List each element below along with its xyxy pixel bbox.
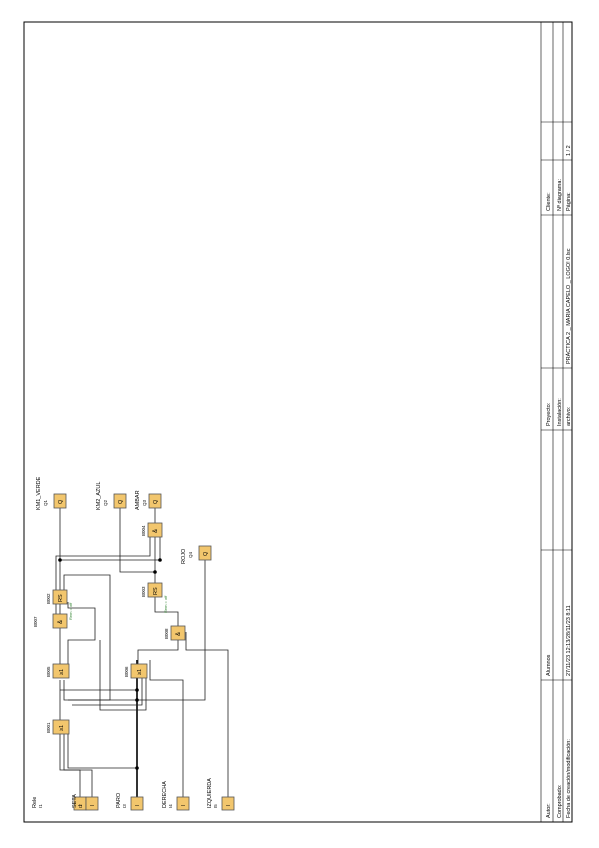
input-izquierda-sym: I <box>226 805 232 806</box>
output-rojo-name: ROJO <box>181 548 187 564</box>
block-b002[interactable]: RS B002 Rem = off <box>46 589 73 620</box>
block-b004-sym: & <box>153 529 159 533</box>
output-km2-addr: Q2 <box>103 499 108 506</box>
block-b007-id: B007 <box>33 616 38 627</box>
block-b007-sym: & <box>58 620 64 624</box>
page-value: 1 / 2 <box>566 145 572 156</box>
checked-label: Comprobado: <box>557 784 563 818</box>
block-b002-id: B002 <box>46 593 51 604</box>
output-km1-verde[interactable]: Q KM1_VERDE Q1 <box>36 476 67 510</box>
input-seta-sym: I <box>90 805 96 806</box>
title-block: Autor: Alumnos Comprobado: Fecha de crea… <box>540 22 572 822</box>
block-b002-param: Rem = off <box>68 602 73 620</box>
input-seta[interactable]: I SETA I2 <box>72 794 99 811</box>
input-paro-sym: I <box>135 805 141 806</box>
input-rele-name: Rele <box>32 797 38 808</box>
input-paro-addr: I3 <box>122 804 127 808</box>
input-rele[interactable]: I Rele I1 <box>32 796 87 811</box>
page-frame <box>23 21 573 823</box>
client-label: Cliente: <box>546 192 552 211</box>
output-km1-addr: Q1 <box>43 499 48 506</box>
output-km1-sym: Q <box>58 499 64 504</box>
file-label: archivo: <box>566 406 572 426</box>
block-b007[interactable]: & B007 <box>33 613 68 629</box>
output-ambar-name: AMBAR <box>135 490 141 510</box>
output-ambar-sym: Q <box>153 499 159 504</box>
diagram-label: Nº diagrama: <box>556 179 563 211</box>
block-b006[interactable]: ≥1 B006 <box>124 663 148 679</box>
installation-label: Instalación: <box>557 398 563 426</box>
output-ambar-addr: Q3 <box>142 499 147 506</box>
block-b003-sym: RS <box>153 587 159 595</box>
output-ambar[interactable]: Q AMBAR Q3 <box>135 490 162 510</box>
input-rele-sym: I <box>78 805 84 806</box>
input-izquierda-name: IZQUIERDA <box>207 778 213 808</box>
block-b006-sym: ≥1 <box>137 669 143 675</box>
output-km2-name: KM2_AZUL <box>96 482 102 510</box>
dates-label: Fecha de creación/modificación: <box>566 739 572 818</box>
input-derecha-addr: I4 <box>168 804 173 808</box>
output-km2-azul[interactable]: Q KM2_AZUL Q2 <box>96 482 127 510</box>
block-b005[interactable]: ≥1 B005 <box>46 663 70 679</box>
block-b008-id: B008 <box>164 628 169 639</box>
block-b008-sym: & <box>176 632 182 636</box>
block-b004-id: B004 <box>141 525 146 536</box>
input-derecha-sym: I <box>181 805 187 806</box>
output-km1-name: KM1_VERDE <box>36 476 42 510</box>
input-izquierda[interactable]: I IZQUIERDA I5 <box>207 778 235 811</box>
block-b002-sym: RS <box>58 594 64 602</box>
output-rojo-addr: Q4 <box>188 551 193 558</box>
block-b003-param: Rem = off <box>163 595 168 613</box>
output-rojo[interactable]: Q ROJO Q4 <box>181 545 212 564</box>
input-rele-addr: I1 <box>38 804 43 808</box>
dates-value: 27/11/23 12:13/28/11/23 8:11 <box>566 605 572 676</box>
block-b005-sym: ≥1 <box>59 669 65 675</box>
author-label: Autor: <box>546 803 552 818</box>
input-paro[interactable]: I PARO I3 <box>116 792 144 811</box>
input-derecha[interactable]: I DERECHA I4 <box>162 781 190 811</box>
output-rojo-sym: Q <box>203 551 209 556</box>
input-izquierda-addr: I5 <box>213 804 218 808</box>
block-b003[interactable]: RS B003 Rem = off <box>141 582 168 613</box>
block-b003-id: B003 <box>141 586 146 597</box>
block-b004[interactable]: & B004 <box>141 522 163 538</box>
page-label: Página: <box>566 192 572 211</box>
block-b001-id: B001 <box>46 722 51 733</box>
input-seta-addr: I2 <box>78 804 83 808</box>
input-paro-name: PARO <box>116 792 122 808</box>
output-km2-sym: Q <box>118 499 124 504</box>
file-value: PRÁCTICA 2 _ MARIA CAPELO _ LOGO! 0.lsc <box>565 248 572 364</box>
input-seta-name: SETA <box>72 794 78 808</box>
author-value: Alumnos <box>546 654 552 676</box>
block-b005-id: B005 <box>46 666 51 677</box>
block-b001[interactable]: ≥1 B001 <box>46 719 70 735</box>
block-b006-id: B006 <box>124 666 129 677</box>
block-b001-sym: ≥1 <box>59 725 65 731</box>
block-b008[interactable]: & B008 <box>164 625 186 641</box>
input-derecha-name: DERECHA <box>162 781 168 808</box>
project-label: Proyecto: <box>546 402 552 426</box>
